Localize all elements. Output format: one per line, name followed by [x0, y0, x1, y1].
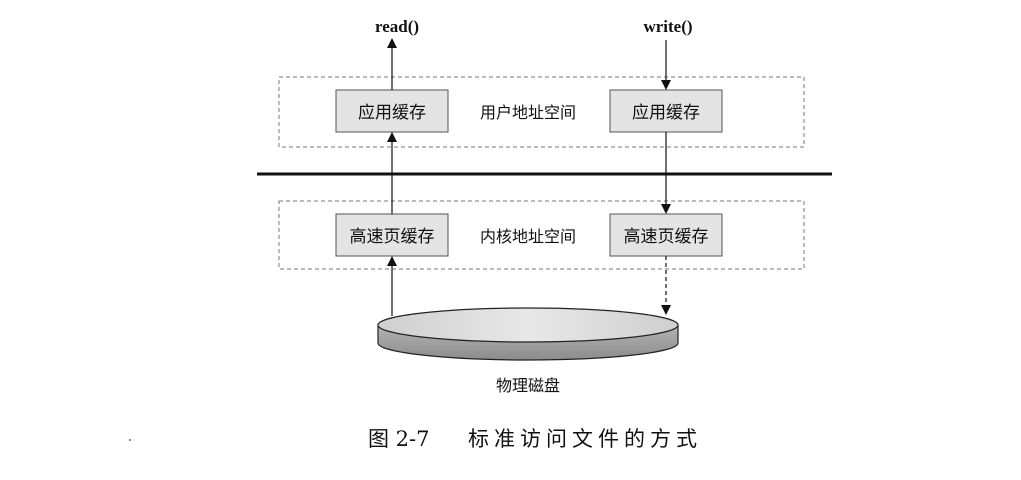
kernel-left-cache-label: 高速页缓存: [350, 227, 435, 247]
physical-disk-label: 物理磁盘: [496, 376, 560, 395]
user-left-buffer-label: 应用缓存: [358, 103, 426, 123]
user-right-buffer-label: 应用缓存: [632, 103, 700, 123]
user-address-space-label: 用户地址空间: [480, 103, 576, 122]
user-right-buffer-box: [609, 89, 723, 133]
read-call-label: read(): [375, 17, 419, 36]
kernel-address-space-label: 内核地址空间: [480, 227, 576, 246]
kernel-right-cache-box: [609, 213, 723, 257]
figure-title: 标准访问文件的方式: [468, 427, 702, 451]
kernel-address-space-region: [278, 200, 805, 270]
scan-speck: [129, 439, 131, 441]
physical-disk-icon: [377, 307, 679, 361]
figure-number: 图 2-7: [368, 427, 430, 451]
user-address-space-region: [278, 76, 805, 148]
kernel-right-cache-label: 高速页缓存: [624, 227, 709, 247]
kernel-left-cache-box: [335, 213, 449, 257]
write-call-label: write(): [643, 17, 692, 36]
